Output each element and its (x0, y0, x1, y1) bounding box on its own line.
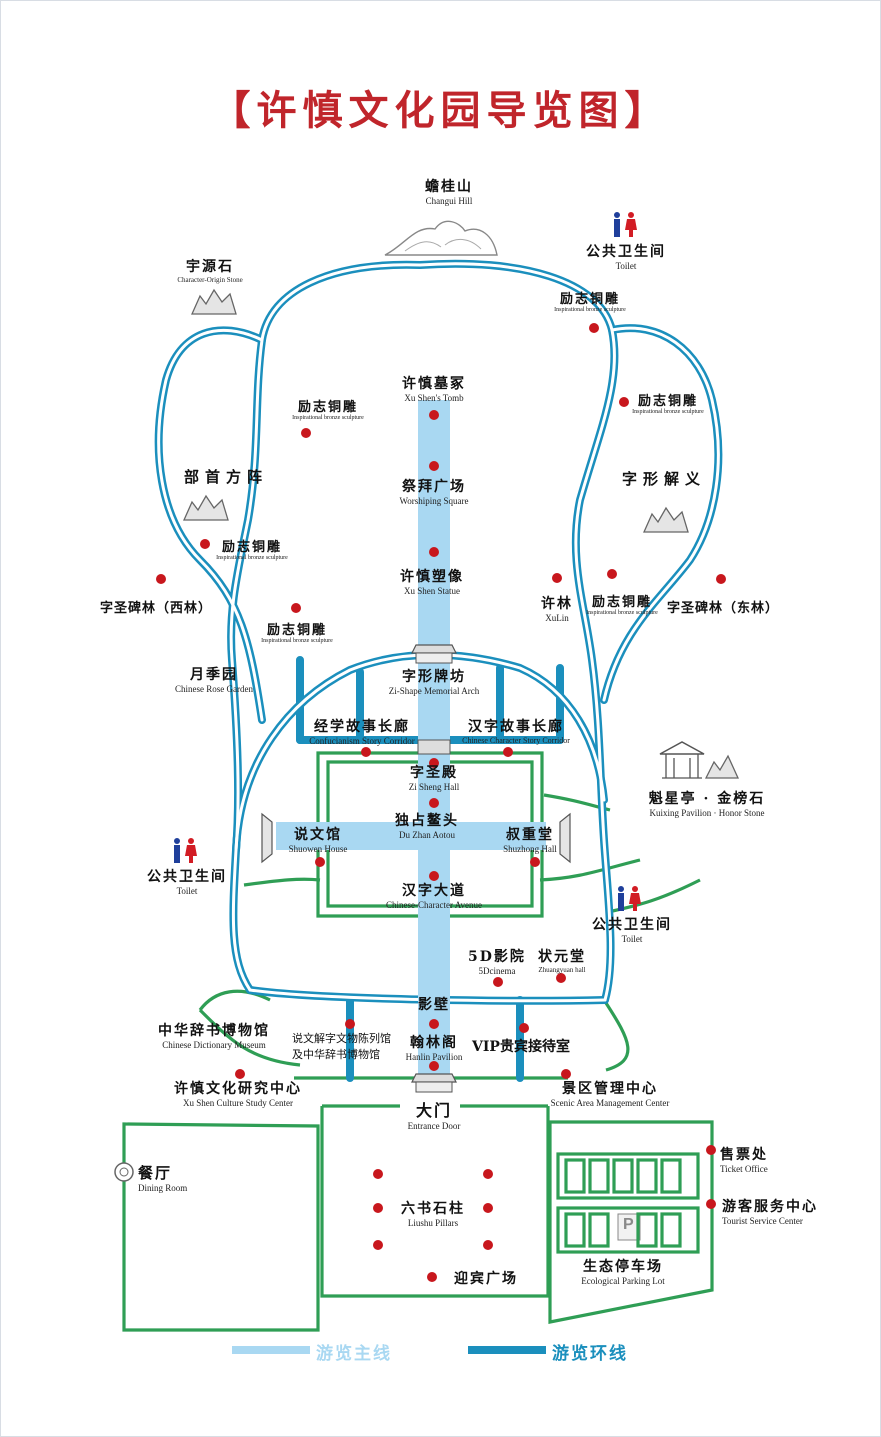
map-title: 【许慎文化园导览图】 (210, 87, 671, 134)
west-link (243, 877, 321, 887)
label-relics: 说文解字文物陈列馆 及中华辞书博物馆 (292, 1032, 391, 1061)
restaurant-icon (114, 1162, 134, 1182)
label-zixing: 字形解义 (621, 470, 707, 488)
legend-main-swatch (232, 1346, 310, 1354)
rock-icon (642, 506, 689, 533)
label-yingbin: 迎宾广场 (454, 1271, 518, 1287)
gate-icon (411, 1073, 457, 1093)
plaza-outline (320, 1106, 550, 1298)
west-walk-2 (198, 1008, 301, 1067)
label-bushou: 部首方阵 (183, 468, 269, 486)
parking-row-1 (556, 1152, 700, 1200)
parking-row-2 (556, 1206, 700, 1254)
hall-gate-icon (417, 739, 451, 755)
east-link-2 (607, 878, 701, 914)
parking-bays (564, 1158, 682, 1248)
rock-icon (190, 288, 237, 315)
cross-axis (276, 822, 546, 850)
pavilion-icon (559, 812, 571, 864)
legend-loop-swatch (468, 1346, 546, 1354)
poi-markers (156, 323, 726, 1282)
parking-icon (617, 1213, 641, 1241)
gate-icon (411, 644, 457, 664)
east-walk (604, 1002, 630, 1072)
pavilion-icon (659, 741, 740, 779)
toilet-icon (174, 838, 197, 863)
pavilion-icon (261, 812, 273, 864)
dining-lot (122, 1122, 320, 1332)
mountain-icon (384, 220, 498, 256)
label-yingbi: 影壁 (418, 997, 450, 1013)
label-vip: VIP贵宾接待室 (472, 1039, 570, 1055)
toilet-icon (618, 886, 641, 911)
parking-lot (548, 1120, 714, 1324)
rock-icon (182, 494, 229, 521)
east-link (539, 858, 641, 882)
toilet-icon (614, 212, 637, 237)
label-donglin: 字圣碑林（东林） (666, 601, 780, 616)
label-xilin: 字圣碑林（西林） (99, 601, 213, 616)
legend-loop-label: 游览环线 (552, 1344, 628, 1364)
hall-court-inner (326, 760, 534, 908)
legend-main-label: 游览主线 (316, 1344, 392, 1364)
parking-p-label: P (623, 1216, 634, 1233)
west-walk (198, 989, 271, 1011)
